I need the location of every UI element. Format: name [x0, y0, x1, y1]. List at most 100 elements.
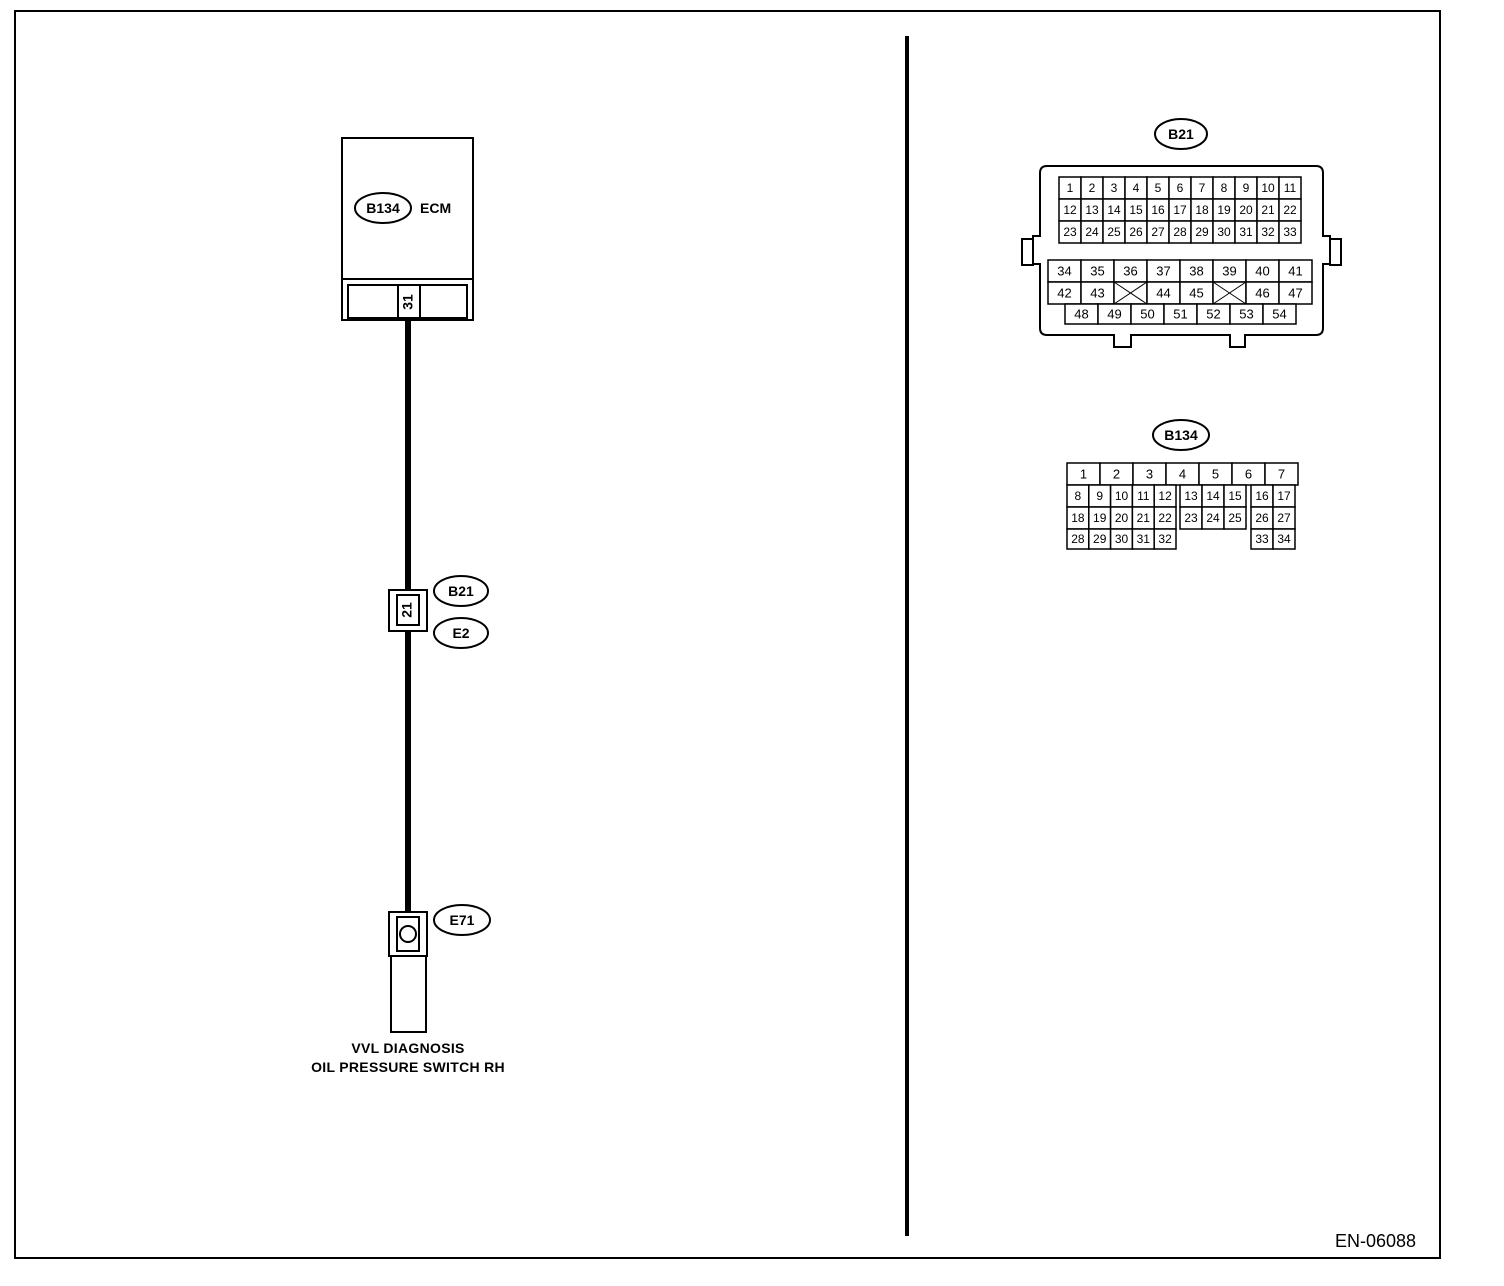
terminal-number: 46	[1255, 285, 1269, 300]
terminal-number: 38	[1189, 263, 1203, 278]
terminal-number: 20	[1115, 511, 1129, 525]
terminal-number: 54	[1272, 306, 1286, 321]
b21-title-badge	[1154, 118, 1208, 150]
terminal-number: 31	[1137, 532, 1151, 546]
terminal-number: 34	[1277, 532, 1291, 546]
terminal-number: 23	[1184, 511, 1198, 525]
junction-connector-a: B21	[448, 583, 474, 599]
terminal-number: 11	[1284, 181, 1297, 195]
ecm-terminal-cell	[397, 284, 421, 319]
terminal-number: 6	[1177, 181, 1184, 195]
terminal-number: 27	[1151, 225, 1165, 239]
diagram-frame	[14, 10, 1441, 1259]
sensor-badge	[433, 904, 491, 936]
terminal-number: 9	[1096, 489, 1103, 503]
terminal-number: 24	[1206, 511, 1220, 525]
junction-connector-b: E2	[452, 625, 469, 641]
terminal-number: 28	[1173, 225, 1187, 239]
terminal-number: 12	[1063, 203, 1077, 217]
terminal-number: 48	[1074, 306, 1088, 321]
terminal-number: 53	[1239, 306, 1253, 321]
terminal-number: 4	[1179, 466, 1186, 481]
terminal-number: 33	[1283, 225, 1297, 239]
b134-title-badge	[1152, 419, 1210, 451]
ecm-terminal-number: 31	[400, 294, 416, 310]
terminal-number: 26	[1255, 511, 1269, 525]
terminal-number: 1	[1067, 181, 1074, 195]
terminal-number: 13	[1184, 489, 1198, 503]
b21-title: B21	[1168, 126, 1194, 142]
terminal-number: 51	[1173, 306, 1187, 321]
terminal-number: 30	[1115, 532, 1129, 546]
terminal-number: 47	[1288, 285, 1302, 300]
terminal-number: 25	[1228, 511, 1242, 525]
terminal-number: 17	[1173, 203, 1187, 217]
terminal-number: 24	[1085, 225, 1099, 239]
terminal-number: 44	[1156, 285, 1170, 300]
terminal-number: 14	[1107, 203, 1121, 217]
terminal-number: 7	[1199, 181, 1206, 195]
terminal-number: 10	[1261, 181, 1275, 195]
unused-terminal-mark	[1113, 281, 1148, 305]
terminal-number: 23	[1063, 225, 1077, 239]
terminal-number: 21	[1137, 511, 1151, 525]
terminal-number: 40	[1255, 263, 1269, 278]
sensor-caption-line2: OIL PRESSURE SWITCH RH	[311, 1059, 505, 1075]
terminal-number: 17	[1277, 489, 1291, 503]
terminal-number: 25	[1107, 225, 1121, 239]
terminal-number: 18	[1195, 203, 1209, 217]
ecm-label: ECM	[420, 200, 451, 216]
terminal-number: 9	[1243, 181, 1250, 195]
terminal-number: 13	[1085, 203, 1099, 217]
terminal-number: 41	[1288, 263, 1302, 278]
terminal-number: 5	[1155, 181, 1162, 195]
terminal-number: 18	[1071, 511, 1085, 525]
terminal-number: 43	[1090, 285, 1104, 300]
terminal-number: 1	[1080, 466, 1087, 481]
b134-title: B134	[1164, 427, 1198, 443]
terminal-number: 7	[1278, 466, 1285, 481]
terminal-number: 16	[1255, 489, 1269, 503]
terminal-number: 34	[1057, 263, 1071, 278]
terminal-number: 8	[1221, 181, 1228, 195]
terminal-number: 15	[1129, 203, 1143, 217]
terminal-number: 10	[1115, 489, 1129, 503]
terminal-number: 42	[1057, 285, 1071, 300]
terminal-number: 28	[1071, 532, 1085, 546]
terminal-cell	[1223, 506, 1247, 530]
terminal-number: 8	[1075, 489, 1082, 503]
terminal-number: 12	[1158, 489, 1172, 503]
terminal-number: 35	[1090, 263, 1104, 278]
junction-terminal-number: 21	[399, 602, 415, 618]
terminal-number: 29	[1195, 225, 1209, 239]
terminal-number: 49	[1107, 306, 1121, 321]
unused-terminal-mark	[1212, 281, 1247, 305]
terminal-number: 30	[1217, 225, 1231, 239]
terminal-cell	[1153, 528, 1177, 550]
terminal-number: 52	[1206, 306, 1220, 321]
terminal-number: 16	[1151, 203, 1165, 217]
terminal-number: 14	[1206, 489, 1220, 503]
terminal-number: 32	[1261, 225, 1275, 239]
terminal-number: 29	[1093, 532, 1107, 546]
terminal-number: 19	[1093, 511, 1107, 525]
ecm-connector-id: B134	[366, 200, 400, 216]
terminal-cell	[1262, 303, 1297, 325]
terminal-number: 3	[1146, 466, 1153, 481]
terminal-number: 15	[1228, 489, 1242, 503]
sensor-caption-line1: VVL DIAGNOSIS	[351, 1040, 465, 1056]
terminal-number: 22	[1283, 203, 1297, 217]
terminal-number: 37	[1156, 263, 1170, 278]
terminal-number: 45	[1189, 285, 1203, 300]
terminal-number: 4	[1133, 181, 1140, 195]
terminal-number: 33	[1255, 532, 1269, 546]
terminal-number: 39	[1222, 263, 1236, 278]
terminal-number: 36	[1123, 263, 1137, 278]
figure-id: EN-06088	[1335, 1231, 1417, 1251]
terminal-number: 50	[1140, 306, 1154, 321]
terminal-number: 22	[1158, 511, 1172, 525]
terminal-number: 11	[1137, 489, 1150, 503]
